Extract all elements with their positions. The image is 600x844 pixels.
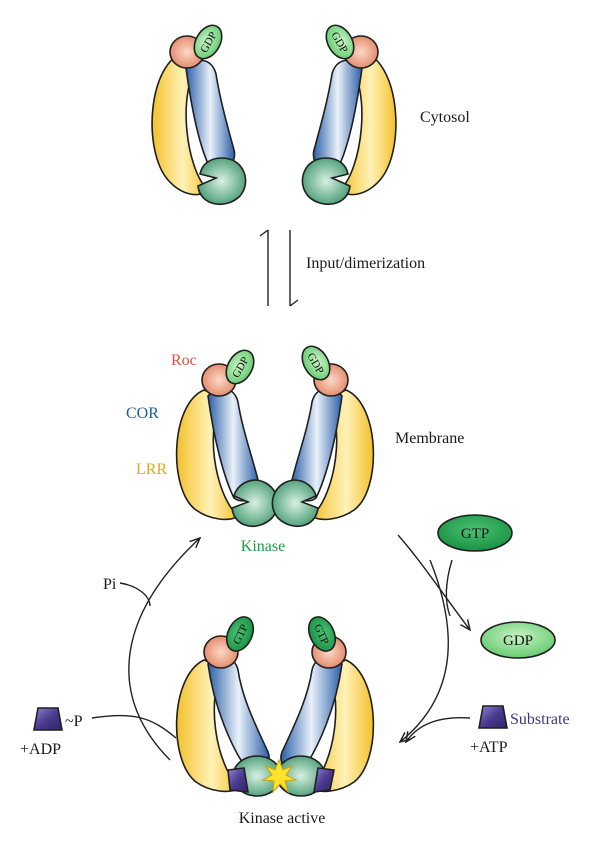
bound-substrate-right-icon [313,767,335,793]
gtp-label: GTP [461,526,489,542]
substrate-label: Substrate [510,711,570,728]
atp-label: +ATP [470,739,508,756]
adp-label: +ADP [20,741,61,758]
gtp-exchange: GTP GDP [397,514,556,659]
active-right-monomer: GTP [280,616,375,793]
catalytic-spark-icon [261,758,298,794]
gdp-label: GDP [503,633,533,649]
cytosol-left-monomer: GDP [151,24,247,205]
membrane-right-monomer: GDP [271,345,375,527]
active-left-monomer: GTP [175,616,270,793]
equilibrium-arrows [259,229,299,307]
roc-label: Roc [171,352,197,369]
kinase-active-label: Kinase active [239,810,326,827]
pi-label: Pi [103,576,117,593]
phospho-label: ~P [65,713,83,730]
cytosol-right-monomer: GDP [301,24,397,205]
membrane-label: Membrane [395,430,464,447]
cor-label: COR [126,405,159,422]
cycle-arrows [91,538,471,761]
substrate-icon [478,705,508,729]
membrane-left-monomer: GDP [175,349,279,527]
input-dimerization-label: Input/dimerization [306,255,425,272]
bound-substrate-left-icon [227,767,249,793]
phospho-substrate-icon [33,707,63,731]
cytosol-label: Cytosol [420,109,470,126]
kinase-label: Kinase [241,538,285,555]
lrr-label: LRR [136,461,167,478]
